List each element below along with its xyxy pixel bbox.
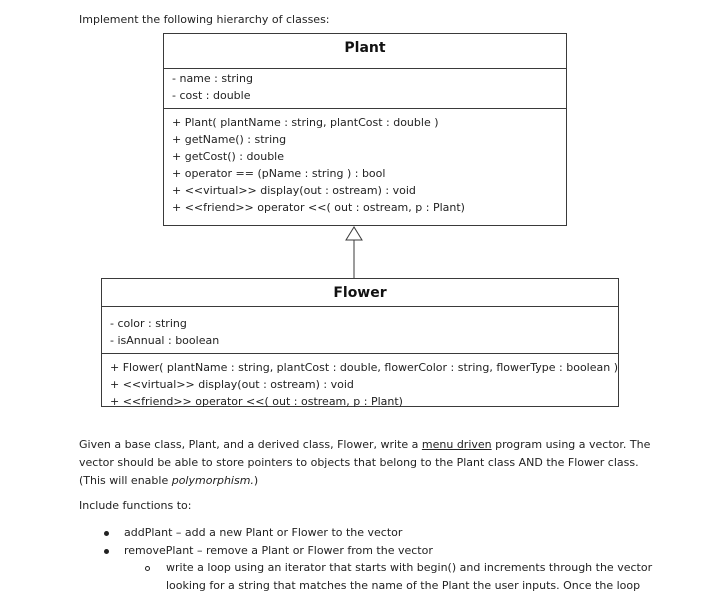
intro-text: Implement the following hierarchy of cla…: [79, 13, 330, 26]
polymorphism-text: polymorphism.: [171, 474, 254, 487]
bullet-icon: [104, 531, 109, 536]
flower-method: + <<friend>> operator <<( out : ostream,…: [110, 395, 403, 408]
plant-method: + <<virtual>> display(out : ostream) : v…: [172, 184, 416, 197]
plant-attribute: - cost : double: [172, 89, 251, 102]
bullet-item: addPlant – add a new Plant or Flower to …: [124, 526, 403, 539]
paragraph-line-2: vector should be able to store pointers …: [79, 456, 639, 469]
sub-bullet-line-1: write a loop using an iterator that star…: [166, 561, 653, 574]
paragraph-text: Given a base class, Plant, and a derived…: [79, 438, 422, 451]
plant-method: + Plant( plantName : string, plantCost :…: [172, 116, 439, 129]
sub-bullet-line-2: looking for a string that matches the na…: [166, 579, 641, 592]
bullet-item: removePlant – remove a Plant or Flower f…: [124, 544, 433, 557]
paragraph-line-3: (This will enable polymorphism.): [79, 472, 258, 489]
plant-method: + operator == (pName : string ) : bool: [172, 167, 386, 180]
menu-driven-link[interactable]: menu driven: [421, 438, 492, 451]
plant-method: + getCost() : double: [172, 150, 285, 163]
paragraph-line-1: Given a base class, Plant, and a derived…: [79, 436, 650, 453]
inheritance-arrow: [345, 226, 363, 279]
flower-class-box: Flower - color : string - isAnnual : boo…: [101, 278, 619, 408]
include-heading: Include functions to:: [79, 499, 192, 512]
plant-method: + getName() : string: [172, 133, 287, 146]
flower-attribute: - isAnnual : boolean: [110, 334, 220, 347]
bullet-icon: [104, 549, 109, 554]
paragraph-text: (This will enable: [79, 474, 172, 487]
plant-class-title: Plant: [344, 40, 386, 56]
flower-class-title: Flower: [333, 285, 387, 301]
flower-attribute: - color : string: [110, 317, 187, 330]
sub-bullet-icon: [145, 566, 150, 571]
flower-method: + Flower( plantName : string, plantCost …: [110, 361, 618, 374]
plant-class-box: Plant - name : string - cost : double + …: [163, 33, 567, 226]
plant-attribute: - name : string: [172, 72, 253, 85]
plant-method: + <<friend>> operator <<( out : ostream,…: [172, 201, 465, 214]
paragraph-text: program using a vector. The: [491, 438, 651, 451]
paragraph-text: ): [253, 474, 259, 487]
flower-method: + <<virtual>> display(out : ostream) : v…: [110, 378, 354, 391]
